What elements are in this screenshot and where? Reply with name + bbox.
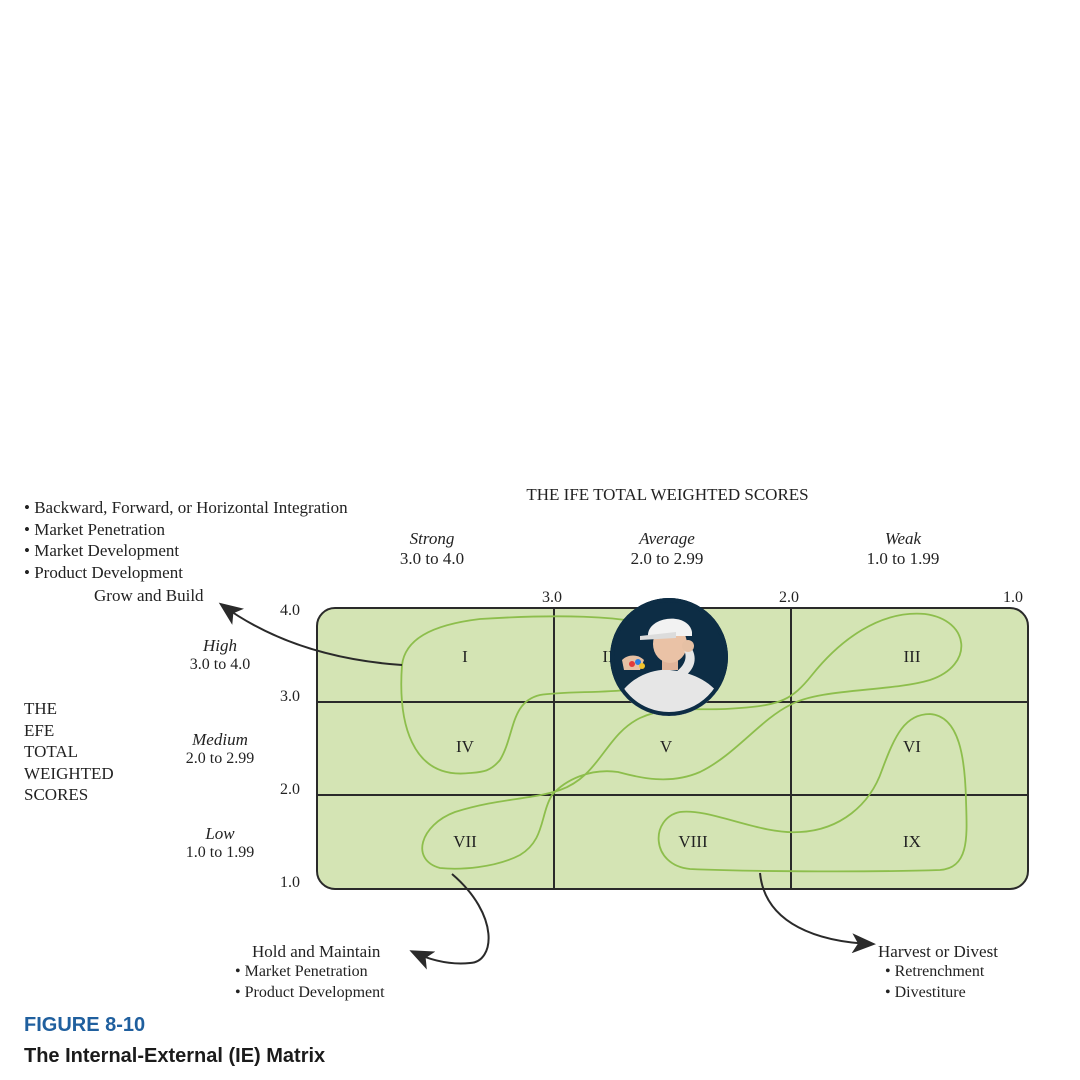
strategy-item: • Divestiture (885, 984, 966, 1001)
row-name: Medium (192, 730, 248, 749)
arrow-harvest-divest (759, 872, 876, 954)
figure-number: FIGURE 8-10 (24, 1014, 146, 1036)
y-tick: 4.0 (280, 602, 300, 619)
strategy-item: • Product Development (24, 562, 183, 582)
row-range: 1.0 to 1.99 (185, 844, 255, 861)
row-name: High (203, 636, 237, 655)
row-name: Low (205, 824, 235, 843)
region-hold-maintain (421, 612, 963, 870)
column-range: 3.0 to 4.0 (399, 549, 465, 568)
column-name: Average (639, 529, 695, 548)
efe-axis-title: THE EFE TOTAL WEIGHTED SCORES (24, 698, 114, 806)
person-photo-icon (610, 598, 728, 716)
x-tick: 1.0 (1003, 589, 1023, 606)
harvest-divest-title: Harvest or Divest (878, 942, 998, 961)
y-tick: 2.0 (280, 781, 300, 798)
cell-label-ix: IX (903, 832, 921, 851)
column-name: Weak (884, 529, 922, 548)
cell-label-i: I (462, 647, 468, 666)
grow-build-strategies: • Backward, Forward, or Horizontal Integ… (24, 497, 348, 583)
x-tick: 2.0 (779, 589, 799, 606)
strategy-item: • Retrenchment (885, 963, 985, 980)
strategy-item: • Market Development (24, 541, 180, 560)
strategy-item: • Product Development (235, 984, 385, 1001)
column-header-average: Average 2.0 to 2.99 (607, 529, 727, 569)
harvest-divest-strategies: • Retrenchment • Divestiture (885, 961, 984, 1003)
cell-label-vi: VI (903, 737, 921, 756)
column-header-strong: Strong 3.0 to 4.0 (372, 529, 492, 569)
row-range: 3.0 to 4.0 (189, 656, 251, 673)
cell-label-ii: II (602, 647, 614, 666)
efe-axis-title-line: EFE (24, 720, 55, 740)
efe-axis-title-line: TOTAL (24, 742, 79, 761)
hold-maintain-title: Hold and Maintain (252, 942, 381, 961)
hold-maintain-strategies: • Market Penetration • Product Developme… (235, 961, 385, 1003)
row-range: 2.0 to 2.99 (185, 750, 255, 767)
column-range: 2.0 to 2.99 (630, 549, 704, 568)
column-range: 1.0 to 1.99 (866, 549, 940, 568)
cell-label-viii: VIII (678, 832, 708, 851)
efe-axis-title-line: SCORES (24, 785, 89, 804)
strategy-item: • Backward, Forward, or Horizontal Integ… (24, 498, 348, 517)
x-tick: 3.0 (542, 589, 562, 606)
strategy-item: • Market Penetration (24, 519, 165, 539)
row-header-high: High 3.0 to 4.0 (165, 636, 275, 674)
y-tick: 1.0 (280, 874, 300, 891)
column-name: Strong (409, 529, 455, 548)
region-harvest-divest (657, 713, 968, 873)
cell-label-vii: VII (453, 832, 477, 851)
cell-label-iii: III (903, 647, 921, 666)
row-header-low: Low 1.0 to 1.99 (165, 824, 275, 862)
arrow-grow-build (218, 602, 403, 666)
avatar[interactable] (610, 598, 728, 716)
strategy-item: • Market Penetration (235, 963, 368, 980)
y-tick: 3.0 (280, 688, 300, 705)
figure-title: The Internal-External (IE) Matrix (24, 1045, 326, 1067)
efe-axis-title-line: WEIGHTED (24, 763, 114, 783)
row-header-medium: Medium 2.0 to 2.99 (165, 730, 275, 768)
cell-label-iv: IV (456, 737, 474, 756)
column-header-weak: Weak 1.0 to 1.99 (843, 529, 963, 569)
grow-build-title: Grow and Build (94, 586, 204, 605)
arrow-hold-maintain (409, 873, 490, 970)
ife-axis-title: THE IFE TOTAL WEIGHTED SCORES (526, 485, 809, 504)
efe-axis-title-line: THE (24, 699, 58, 718)
cell-label-v: V (659, 737, 673, 756)
